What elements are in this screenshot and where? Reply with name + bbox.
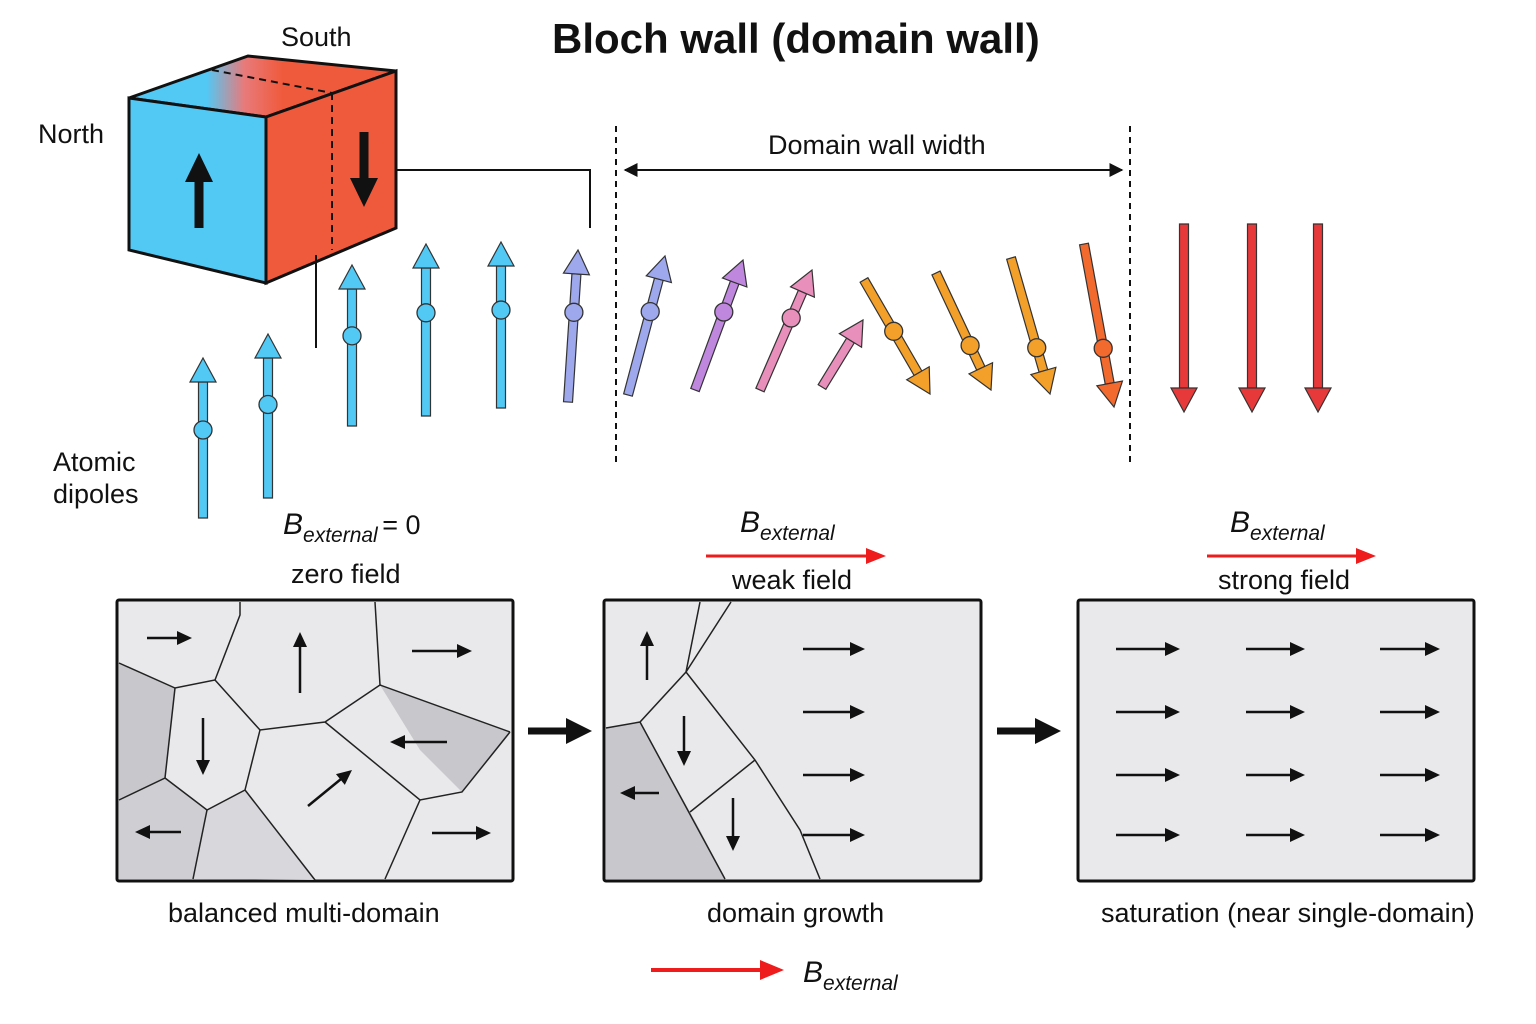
field-subscript: external [1250,522,1325,545]
field-symbol: B [803,956,824,989]
dipole-arrow [337,263,367,427]
magnetization-arrow-icon [1380,705,1440,719]
magnetization-arrow-icon [620,786,659,800]
magnetization-arrow-icon [1380,828,1440,842]
field-subscript: external [823,972,898,995]
magnetization-arrow-icon [307,770,352,807]
dipole-arrow [188,356,218,519]
panel-frame [602,598,983,883]
magnetization-arrow-icon [390,735,447,749]
magnetization-arrow-icon [1116,705,1180,719]
dipole-arrow [411,242,441,417]
field-symbol: B [1230,506,1251,539]
magnetization-arrow-icon [803,828,865,842]
weak-field-label: weak field [732,565,853,595]
magnetization-arrow-icon [677,716,691,766]
magnetization-arrow-icon [803,642,865,656]
dipole-arrow [253,332,283,499]
dipole-arrow [486,240,516,409]
magnetization-arrow-icon [726,798,740,851]
domain-wall-width-label: Domain wall width [768,130,986,160]
dipole-arrow [690,258,748,393]
domain-grain [380,685,510,792]
domain-grain [119,778,207,879]
magnet-cube [127,54,591,348]
magnetization-arrow-icon [147,631,192,645]
caption-domain-growth: domain growth [707,898,885,928]
dipole-arrow [817,318,864,391]
magnetization-arrow-icon [196,718,210,775]
magnetization-arrow-icon [1246,705,1305,719]
south-label: South [281,22,352,52]
magnetization-arrow-icon [293,632,307,693]
domain-grain [119,663,175,800]
cube-domain-boundary [211,69,333,94]
atomic-dipoles [188,223,1333,519]
down-arrow-icon [350,132,378,207]
magnetization-arrow-icon [803,768,865,782]
dipole-arrow [1078,242,1124,409]
caption-multi-domain: balanced multi-domain [168,898,440,928]
dipole-arrow [1303,223,1333,414]
field-label-weak: Bexternal [740,506,835,545]
dipole-arrow [1169,223,1199,414]
zero-field-label: zero field [291,559,401,589]
dipole-arrow [931,270,994,392]
field-label-strong: Bexternal [1230,506,1325,545]
dipole-arrow [1237,223,1267,414]
cube-callout-line [396,169,591,228]
magnetization-arrow-icon [1116,642,1180,656]
magnetization-arrow-icon [1116,768,1180,782]
domain-grain [193,790,315,880]
dipole-arrow [1005,256,1057,396]
caption-saturation: saturation (near single-domain) [1101,898,1475,928]
magnetization-arrow-icon [1246,642,1305,656]
panel-zero-field [115,598,515,883]
legend-field-label: Bexternal [803,956,898,995]
field-arrow-weak [706,548,886,564]
transition-arrow-2 [997,718,1061,744]
field-value: = 0 [382,510,421,540]
magnetization-arrow-icon [1380,768,1440,782]
dipole-arrow [755,268,816,393]
field-arrow-strong [1207,548,1376,564]
dipole-arrow [622,254,673,397]
north-label: North [38,119,105,149]
atomic-dipoles-label: Atomic dipoles [53,447,139,510]
panel-weak-field [602,598,983,883]
magnetization-arrow-icon [432,826,491,840]
up-arrow-icon [185,153,213,228]
field-symbol: B [283,508,304,541]
legend-field-arrow [651,960,784,980]
magnetization-arrow-icon [1380,642,1440,656]
strong-field-label: strong field [1218,565,1351,595]
field-label-zero: Bexternal = 0 [283,508,421,547]
dipole-arrow [562,248,591,403]
magnetization-arrow-icon [1116,828,1180,842]
field-symbol: B [740,506,761,539]
magnetization-arrow-icon [640,631,654,680]
transition-arrow-1 [528,718,592,744]
domain-grain [606,722,725,879]
panel-strong-field [1076,598,1476,883]
domain-magnetization-arrows [135,631,1440,851]
panel-frame [1076,598,1476,883]
domain-wall-width-indicator [615,126,1131,465]
magnetization-arrow-icon [412,644,472,658]
field-subscript: external [303,524,378,547]
page-title: Bloch wall (domain wall) [552,15,1040,62]
field-subscript: external [760,522,835,545]
magnetization-arrow-icon [1246,768,1305,782]
magnetization-arrow-icon [1246,828,1305,842]
magnetization-arrow-icon [803,705,865,719]
magnetization-arrow-icon [135,825,181,839]
dipole-arrow [859,276,931,396]
